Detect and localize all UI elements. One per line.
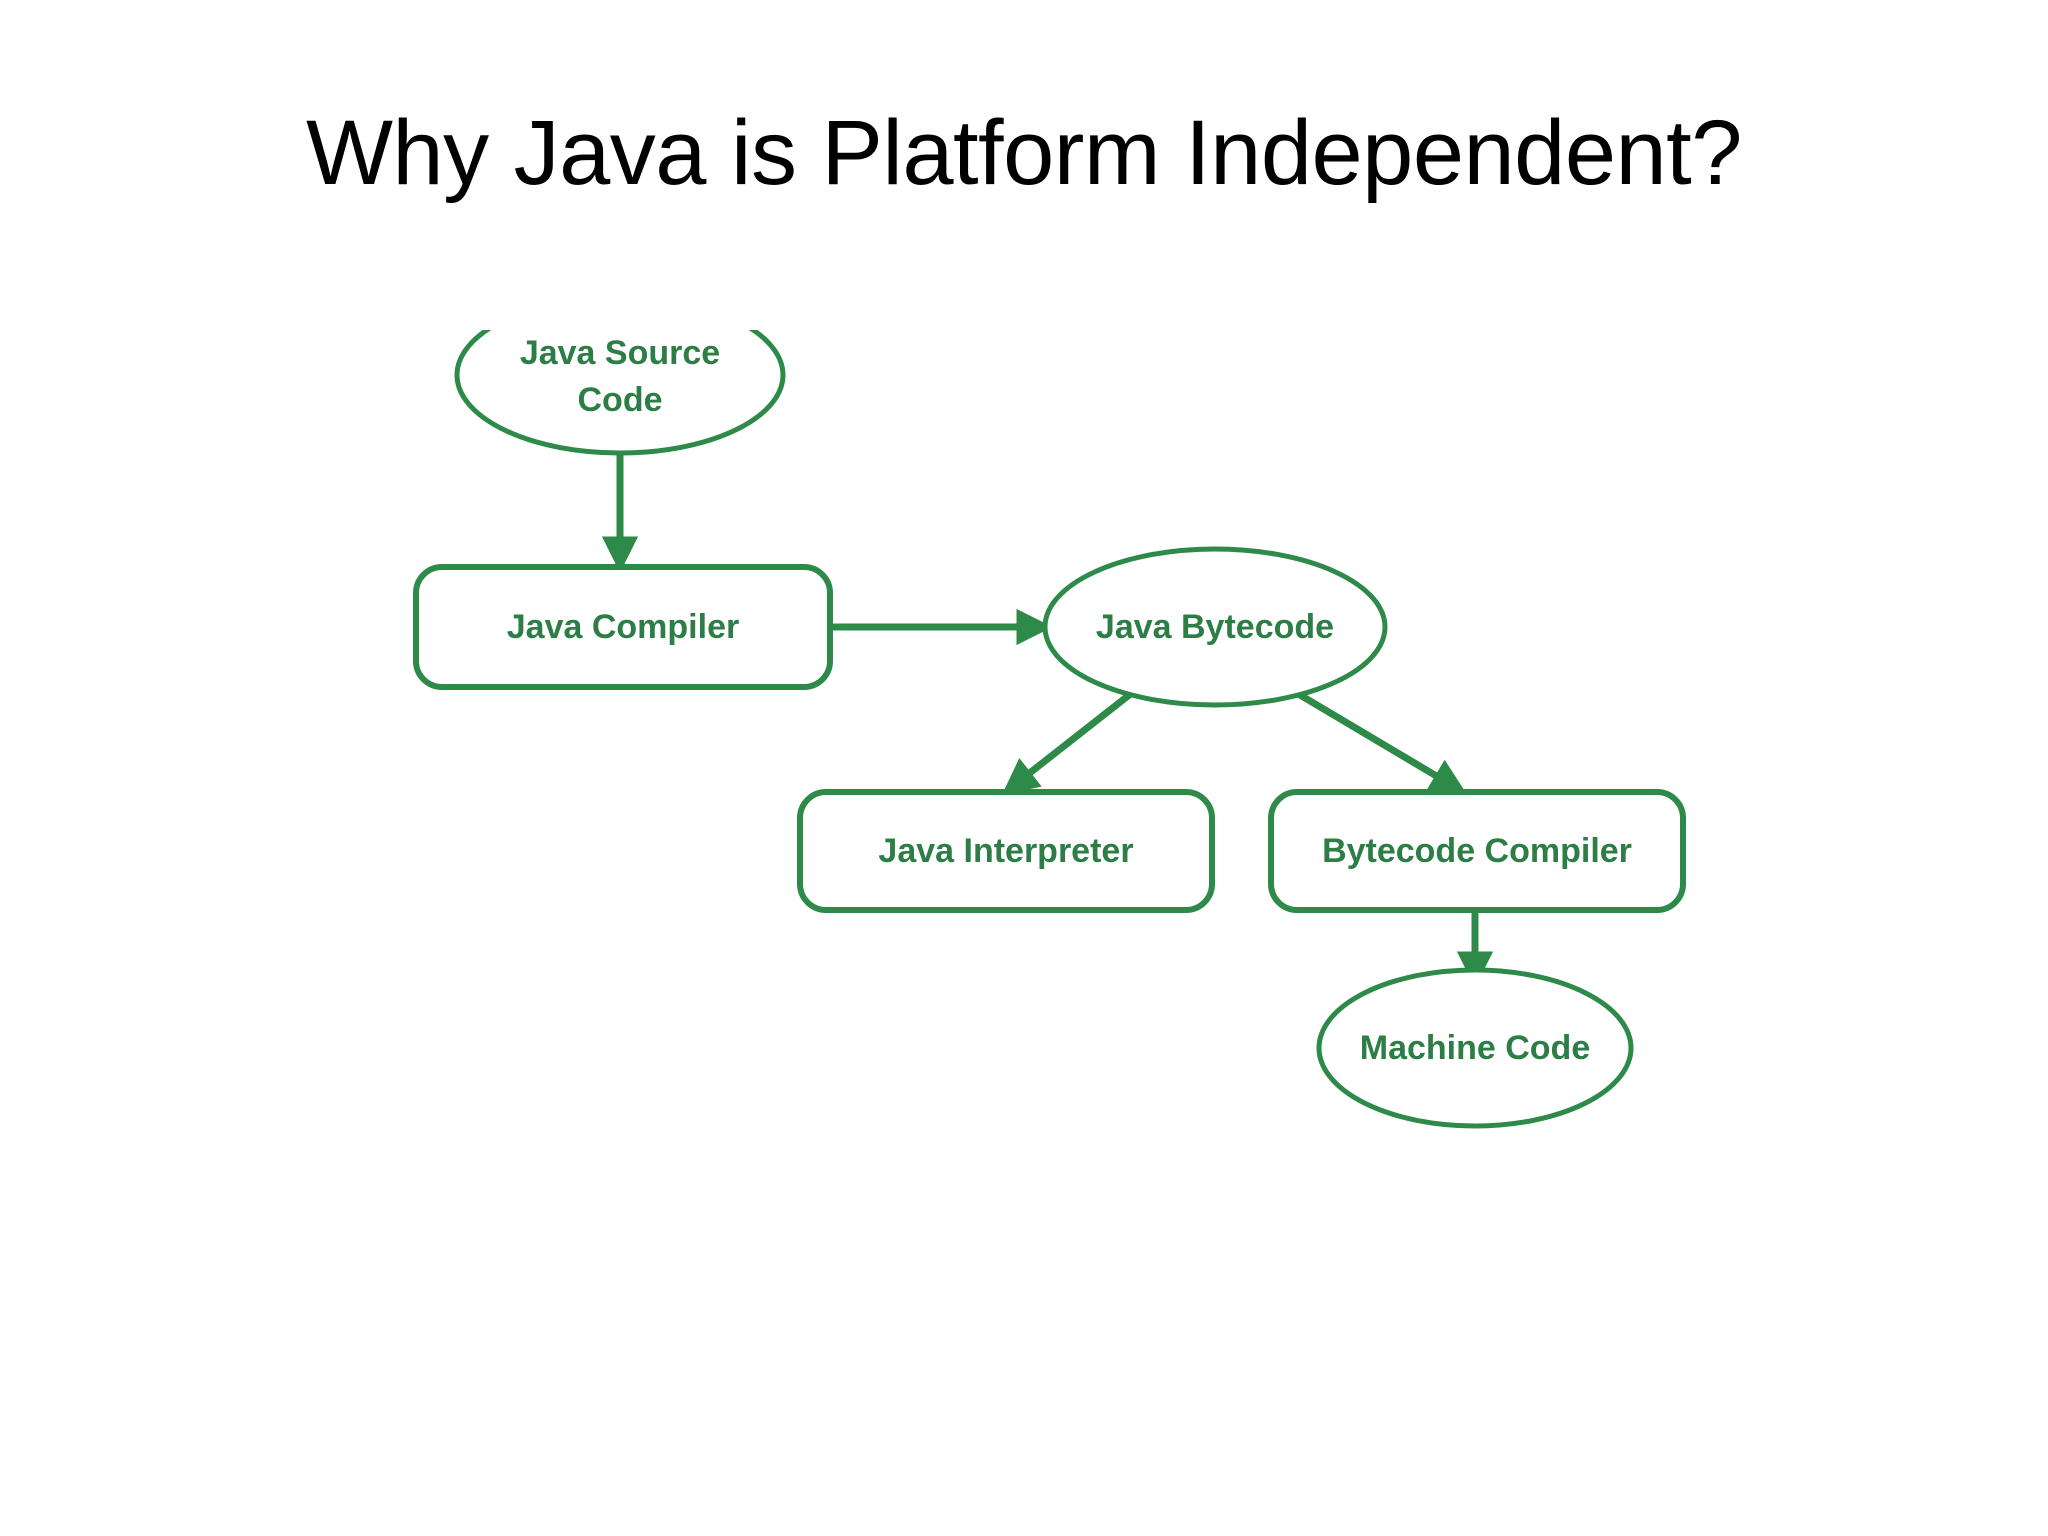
node-bytecode-compiler[interactable]: Bytecode Compiler: [1268, 789, 1686, 913]
node-label-line1: Java Source: [520, 334, 720, 372]
node-shape-rounded-rect: [1268, 789, 1686, 913]
node-java-compiler[interactable]: Java Compiler: [413, 564, 833, 690]
flowchart-diagram: Java Source Code Java Compiler Java Byte…: [0, 330, 2048, 1470]
node-label-line1: Java Bytecode: [1096, 608, 1334, 646]
node-java-interpreter[interactable]: Java Interpreter: [797, 789, 1215, 913]
node-java-bytecode[interactable]: Java Bytecode: [1042, 546, 1388, 708]
node-shape-rounded-rect: [413, 564, 833, 690]
node-label-line2: Code: [578, 381, 663, 419]
node-label-line1: Java Compiler: [507, 608, 739, 646]
edge-bytecode-to-interpreter: [1001, 689, 1136, 795]
flowchart-svg: Java Source Code Java Compiler Java Byte…: [413, 330, 1686, 1129]
node-label-line1: Bytecode Compiler: [1322, 832, 1632, 870]
page-title: Why Java is Platform Independent?: [306, 102, 1742, 204]
node-java-source-code[interactable]: Java Source Code: [454, 330, 786, 456]
node-label-line1: Machine Code: [1360, 1029, 1590, 1067]
node-shape-rounded-rect: [797, 789, 1215, 913]
node-shape-ellipse: [1042, 546, 1388, 708]
node-machine-code[interactable]: Machine Code: [1316, 967, 1634, 1129]
node-shape-ellipse: [454, 330, 786, 456]
edge-bytecode-to-bytecode-compiler: [1293, 688, 1467, 794]
node-label-line1: Java Interpreter: [878, 832, 1133, 870]
node-shape-ellipse: [1316, 967, 1634, 1129]
